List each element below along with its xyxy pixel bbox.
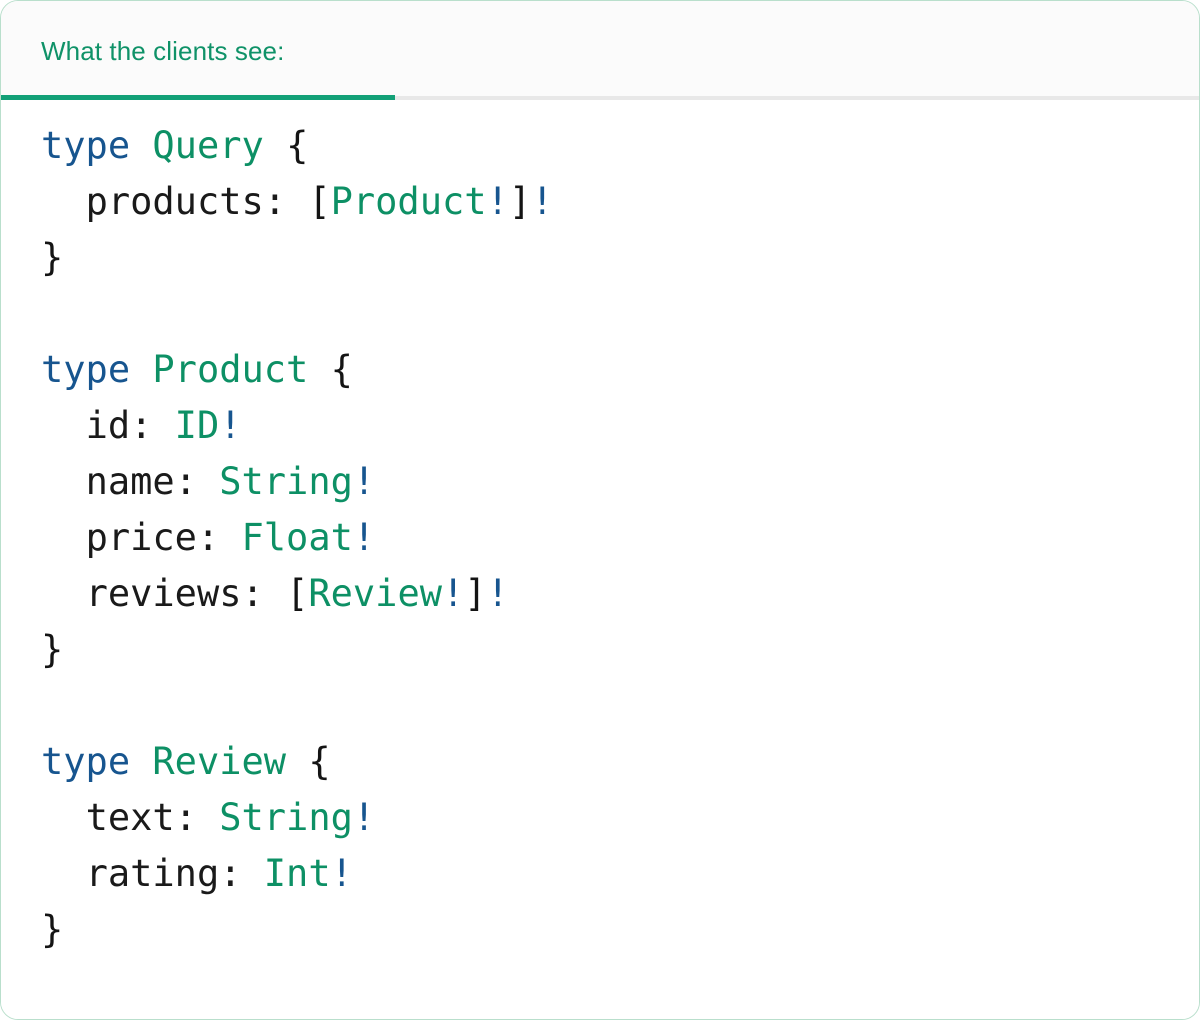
code-token-plain: [41, 404, 86, 447]
code-line: }: [41, 902, 1199, 958]
code-token-plain: [152, 404, 174, 447]
code-token-punct: ]: [508, 180, 532, 223]
code-line: [41, 678, 1199, 734]
code-token-bang: !: [486, 572, 509, 615]
code-line: }: [41, 622, 1199, 678]
code-token-type: Review: [152, 740, 287, 783]
code-token-plain: [41, 572, 86, 615]
tab-what-the-clients-see[interactable]: What the clients see:: [1, 1, 395, 100]
code-token-bang: !: [352, 516, 376, 559]
tab-label: What the clients see:: [41, 35, 285, 66]
tab-bar: What the clients see:: [1, 1, 1199, 100]
code-token-punct: }: [41, 236, 64, 279]
code-token-punct: ]: [464, 572, 487, 615]
code-token-plain: [41, 796, 86, 839]
code-line: rating: Int!: [41, 846, 1199, 902]
code-token-plain: [130, 740, 152, 783]
code-line: products: [Product!]!: [41, 174, 1199, 230]
code-token-field: id:: [85, 404, 153, 447]
code-line: type Product {: [41, 342, 1199, 398]
code-area[interactable]: type Query { products: [Product!]! } typ…: [1, 100, 1199, 1019]
code-token-type: Float: [241, 516, 353, 559]
code-token-field: price:: [85, 516, 220, 559]
code-token-punct: {: [286, 124, 309, 167]
code-token-punct: {: [330, 348, 353, 391]
code-token-keyword: type: [41, 124, 131, 167]
code-token-type: Product: [152, 348, 309, 391]
code-token-plain: [308, 348, 330, 391]
code-line: reviews: [Review!]!: [41, 566, 1199, 622]
code-token-punct: }: [41, 908, 64, 951]
code-token-field: name:: [85, 460, 197, 503]
code-token-bang: !: [442, 572, 465, 615]
code-token-plain: [41, 516, 86, 559]
code-token-bang: !: [219, 404, 242, 447]
code-token-plain: [197, 460, 219, 503]
code-token-field: products:: [85, 180, 287, 223]
code-token-plain: [197, 796, 219, 839]
code-token-type: ID: [174, 404, 220, 447]
code-token-plain: [130, 348, 152, 391]
code-token-plain: [41, 180, 86, 223]
graphql-schema-code: type Query { products: [Product!]! } typ…: [1, 118, 1199, 958]
code-token-bang: !: [531, 180, 554, 223]
code-line: text: String!: [41, 790, 1199, 846]
code-token-plain: [41, 852, 86, 895]
code-token-plain: [286, 740, 308, 783]
code-token-type: Review: [308, 572, 442, 615]
code-token-type: Product: [330, 180, 487, 223]
code-token-bang: !: [352, 460, 376, 503]
code-line: type Query {: [41, 118, 1199, 174]
code-token-keyword: type: [41, 348, 131, 391]
code-line: price: Float!: [41, 510, 1199, 566]
code-token-plain: [130, 124, 152, 167]
code-line: [41, 286, 1199, 342]
code-token-type: String: [219, 460, 353, 503]
code-token-punct: [: [308, 180, 331, 223]
code-token-field: text:: [85, 796, 197, 839]
code-token-field: reviews:: [85, 572, 264, 615]
code-token-plain: [242, 852, 264, 895]
code-token-plain: [41, 460, 86, 503]
code-token-type: String: [219, 796, 353, 839]
code-token-field: rating:: [85, 852, 242, 895]
code-token-type: Int: [263, 852, 331, 895]
code-token-plain: [219, 516, 241, 559]
code-token-bang: !: [352, 796, 376, 839]
code-token-punct: {: [308, 740, 331, 783]
code-line: }: [41, 230, 1199, 286]
code-token-bang: !: [330, 852, 353, 895]
code-token-keyword: type: [41, 740, 131, 783]
code-token-punct: [: [286, 572, 309, 615]
code-token-plain: [264, 572, 286, 615]
code-line: id: ID!: [41, 398, 1199, 454]
code-token-bang: !: [486, 180, 509, 223]
code-line: type Review {: [41, 734, 1199, 790]
code-token-type: Query: [152, 124, 264, 167]
code-token-plain: [286, 180, 308, 223]
code-line: name: String!: [41, 454, 1199, 510]
code-token-plain: [264, 124, 286, 167]
code-token-punct: }: [41, 628, 64, 671]
